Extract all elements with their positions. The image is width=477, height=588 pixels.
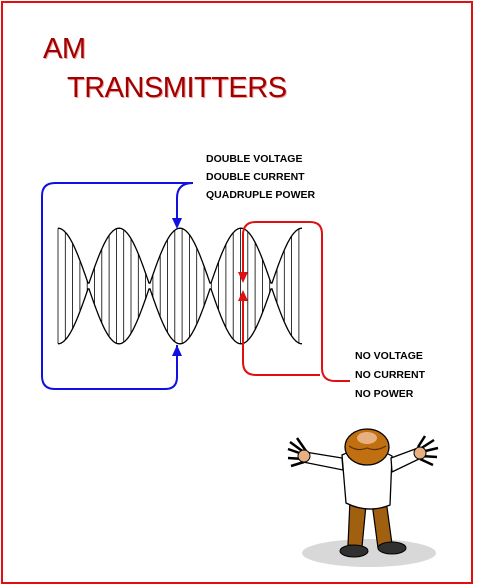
peak-label-power: QUADRUPLE POWER bbox=[206, 189, 316, 201]
carrier-lines bbox=[57, 228, 300, 344]
peak-connector bbox=[176, 182, 194, 218]
peak-label-voltage: DOUBLE VOLTAGE bbox=[206, 153, 303, 165]
peak-loop-line bbox=[41, 182, 193, 390]
peak-arrow-top bbox=[172, 218, 182, 229]
null-label-current: NO CURRENT bbox=[355, 369, 425, 381]
cartoon-man-arms-raised-icon bbox=[287, 428, 439, 567]
lower-envelope bbox=[57, 288, 303, 345]
null-loop-line bbox=[242, 221, 350, 382]
null-label-power: NO POWER bbox=[355, 388, 414, 400]
null-label-voltage: NO VOLTAGE bbox=[355, 350, 423, 362]
null-arrow-top bbox=[238, 272, 248, 283]
peak-arrow-bottom bbox=[172, 345, 182, 356]
null-arrow-bottom bbox=[238, 290, 248, 301]
null-label-list: NO VOLTAGE NO CURRENT NO POWER bbox=[355, 350, 425, 400]
peak-label-current: DOUBLE CURRENT bbox=[206, 171, 305, 183]
upper-envelope bbox=[57, 227, 303, 284]
title-line-am: AM bbox=[43, 33, 86, 65]
title-line-transmitters: TRANSMITTERS bbox=[67, 72, 287, 104]
peak-label-list: DOUBLE VOLTAGE DOUBLE CURRENT QUADRUPLE … bbox=[206, 153, 315, 201]
null-loop-bottom bbox=[242, 294, 320, 376]
